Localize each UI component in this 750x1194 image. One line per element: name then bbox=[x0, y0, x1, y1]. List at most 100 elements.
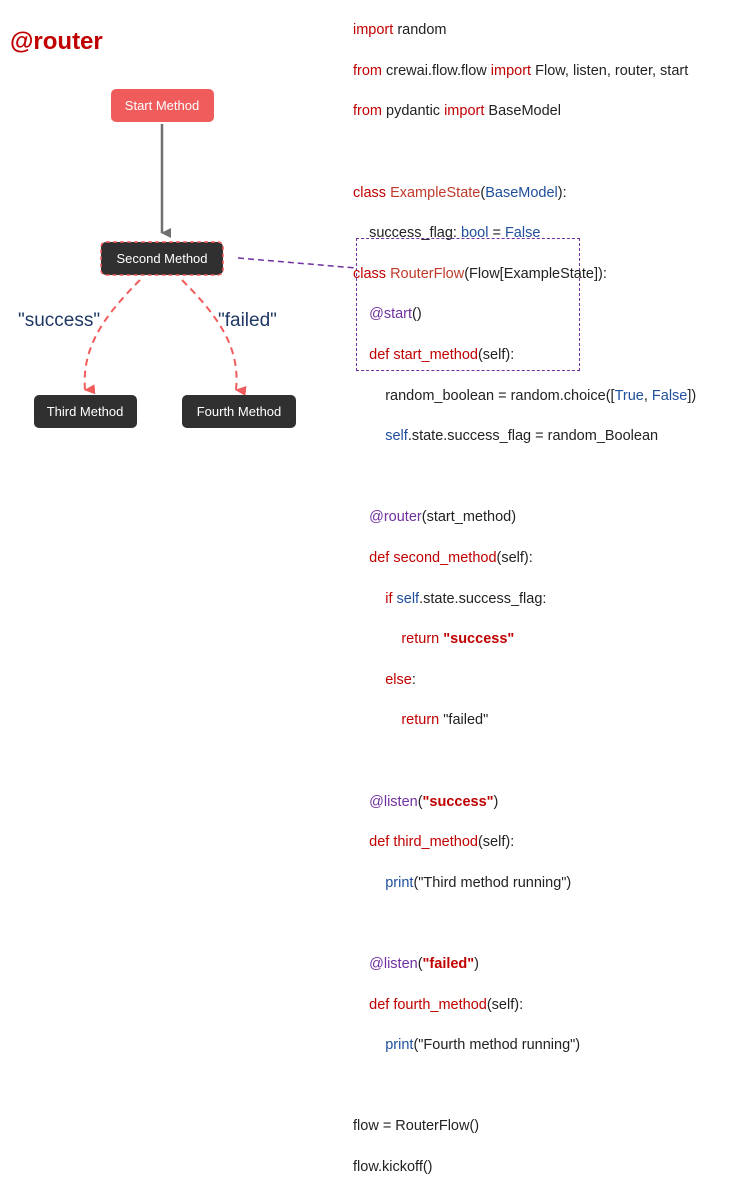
decorator: @listen bbox=[369, 955, 418, 972]
edge-label-failed: "failed" bbox=[218, 310, 277, 331]
indent bbox=[353, 956, 369, 972]
code-line: random_boolean = random.choice([True, Fa… bbox=[353, 386, 696, 406]
string-literal: "success" bbox=[443, 631, 515, 648]
code-text: .state.success_flag = random_Boolean bbox=[407, 428, 659, 445]
keyword: from bbox=[353, 103, 382, 120]
code-text: crewai.flow.flow bbox=[382, 62, 491, 79]
code-text: ("Third method running") bbox=[413, 874, 572, 891]
code-line: from crewai.flow.flow import Flow, liste… bbox=[353, 61, 696, 81]
code-line-blank bbox=[353, 1076, 696, 1096]
keyword: from bbox=[353, 62, 382, 79]
keyword: class bbox=[353, 265, 387, 282]
indent bbox=[353, 509, 369, 525]
code-text: (Flow[ExampleState]): bbox=[464, 265, 607, 282]
indent bbox=[353, 591, 385, 607]
keyword: def bbox=[369, 834, 390, 851]
code-line-blank bbox=[353, 467, 696, 487]
indent bbox=[353, 875, 385, 891]
builtin: print bbox=[385, 874, 414, 891]
keyword: class bbox=[353, 184, 387, 201]
code-text: ( bbox=[480, 184, 486, 201]
indent bbox=[353, 672, 385, 688]
code-text: BaseModel bbox=[484, 103, 561, 120]
code-text: "failed" bbox=[439, 712, 489, 729]
string-literal: "failed" bbox=[422, 955, 475, 972]
decorator: @router bbox=[369, 509, 422, 526]
code-line: return "failed" bbox=[353, 710, 696, 730]
connector-to-router-code bbox=[237, 257, 357, 269]
code-block: import random from crewai.flow.flow impo… bbox=[353, 0, 696, 1194]
code-text: pydantic bbox=[382, 103, 445, 120]
decorator: @listen bbox=[369, 793, 418, 810]
keyword: import bbox=[444, 103, 485, 120]
function-name: third_method bbox=[389, 834, 478, 851]
code-line: @start() bbox=[353, 304, 696, 324]
flow-diagram: Start Method Second Method Third Method … bbox=[18, 89, 357, 428]
code-text: (self): bbox=[477, 834, 515, 851]
indent bbox=[353, 834, 369, 850]
code-line: class RouterFlow(Flow[ExampleState]): bbox=[353, 264, 696, 284]
builtin: print bbox=[385, 1037, 414, 1054]
node-second-label: Second Method bbox=[116, 251, 207, 266]
code-line: @router(start_method) bbox=[353, 507, 696, 527]
code-text: success_flag: bbox=[353, 225, 461, 242]
class-name: ExampleState bbox=[386, 184, 481, 201]
code-text: = bbox=[488, 225, 505, 242]
code-line: success_flag: bool = False bbox=[353, 223, 696, 243]
indent bbox=[353, 428, 385, 444]
code-text: .state.success_flag: bbox=[419, 590, 547, 607]
code-line: def second_method(self): bbox=[353, 548, 696, 568]
code-line: @listen("success") bbox=[353, 792, 696, 812]
code-line: from pydantic import BaseModel bbox=[353, 101, 696, 121]
code-text: ("Fourth method running") bbox=[413, 1037, 581, 1054]
code-text: () bbox=[412, 306, 422, 323]
builtin: self bbox=[396, 590, 420, 607]
code-line: self.state.success_flag = random_Boolean bbox=[353, 426, 696, 446]
code-text: ]) bbox=[687, 387, 697, 404]
code-line-blank bbox=[353, 751, 696, 771]
node-second-method: Second Method bbox=[100, 241, 224, 276]
keyword: def bbox=[369, 347, 390, 364]
code-text: (self): bbox=[496, 550, 533, 567]
builtin: False bbox=[651, 387, 688, 404]
code-line: print("Fourth method running") bbox=[353, 1035, 696, 1055]
edge-second-to-third bbox=[83, 279, 141, 395]
code-text: ) bbox=[493, 793, 499, 810]
indent bbox=[353, 631, 401, 647]
code-line: flow.kickoff() bbox=[353, 1157, 696, 1177]
indent bbox=[353, 550, 369, 566]
decorator: @start bbox=[369, 306, 413, 323]
code-line-blank bbox=[353, 913, 696, 933]
code-text: ) bbox=[474, 955, 480, 972]
code-text: (self): bbox=[486, 996, 524, 1013]
keyword: def bbox=[369, 550, 390, 567]
indent bbox=[353, 997, 369, 1013]
code-text: (self): bbox=[477, 347, 515, 364]
code-line-blank bbox=[353, 142, 696, 162]
code-line: class ExampleState(BaseModel): bbox=[353, 183, 696, 203]
node-start-label: Start Method bbox=[125, 98, 199, 113]
indent bbox=[353, 712, 401, 728]
builtin: True bbox=[614, 387, 644, 404]
function-name: fourth_method bbox=[389, 996, 487, 1013]
edge-label-success: "success" bbox=[18, 310, 100, 331]
builtin: False bbox=[504, 225, 541, 242]
node-third-method: Third Method bbox=[34, 395, 137, 428]
code-line: print("Third method running") bbox=[353, 873, 696, 893]
code-line: if self.state.success_flag: bbox=[353, 589, 696, 609]
function-name: second_method bbox=[389, 550, 497, 567]
indent bbox=[353, 306, 369, 322]
code-text: flow.kickoff() bbox=[353, 1158, 433, 1175]
code-line: def third_method(self): bbox=[353, 832, 696, 852]
code-text: random_boolean = random.choice([ bbox=[353, 387, 615, 404]
node-third-label: Third Method bbox=[47, 404, 124, 419]
builtin: self bbox=[385, 428, 408, 445]
code-line: return "success" bbox=[353, 629, 696, 649]
keyword: return bbox=[401, 631, 440, 648]
code-text: flow = RouterFlow() bbox=[353, 1118, 480, 1135]
builtin: BaseModel bbox=[485, 184, 558, 201]
node-fourth-method: Fourth Method bbox=[182, 395, 296, 428]
code-line: @listen("failed") bbox=[353, 954, 696, 974]
code-text: , bbox=[643, 387, 652, 404]
class-name: RouterFlow bbox=[386, 265, 465, 282]
